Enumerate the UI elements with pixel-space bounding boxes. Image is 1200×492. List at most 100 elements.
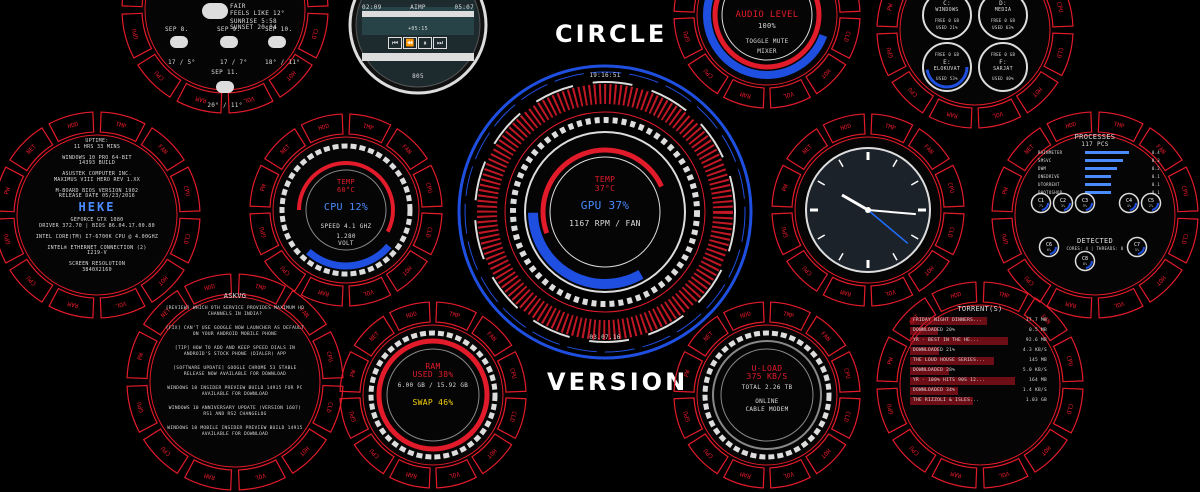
torrent-name[interactable]: THE RIZZOLI & ISLES... [913, 398, 979, 403]
drive-e-free: FREE 0 GB [927, 52, 967, 57]
ring-segment-label: CLD [324, 401, 334, 414]
torrent-size: 164 MB [1029, 378, 1047, 383]
process-value: 0.2 [1152, 166, 1160, 171]
network-total: TOTAL 2.26 TB [672, 384, 862, 391]
torrent-name[interactable]: THE LOUD HOUSE SERIES... [913, 358, 985, 363]
audio-title: AUDIO LEVEL [672, 10, 862, 20]
core-circle: C23% [1052, 192, 1074, 214]
cpu-voltage-label: VOLT [248, 240, 444, 247]
rss-item[interactable]: WINDOWS 10 ANNIVERSARY UPDATE (VERSION 1… [165, 406, 305, 418]
cpu-temp-label: TEMP [248, 178, 444, 186]
drive-d-name: D: [983, 0, 1023, 7]
rss-item[interactable]: [FIX] CAN'T USE GOOGLE NOW LAUNCHER AS D… [165, 326, 305, 338]
weather-condition: FAIR [230, 3, 246, 10]
weather-day2-icon [220, 36, 238, 48]
core-circle: C17% [1030, 192, 1052, 214]
core-circle: C39% [1074, 192, 1096, 214]
drive-c-used: USED 21% [927, 25, 967, 30]
torrent-name[interactable]: YR - 100% HITS 90S 12... [913, 378, 985, 383]
cpu-usage: CPU 12% [248, 202, 444, 213]
next-button[interactable]: ⏭ [433, 37, 447, 49]
process-bar [1085, 183, 1111, 186]
ring-segment-label: GPU [136, 401, 146, 414]
ring-segment-label: HOT [297, 445, 310, 458]
cpu-temp: 60°C [248, 186, 444, 194]
circle-heading: CIRCLE [555, 20, 667, 48]
weather-day2-temp: 17 / 7° [220, 59, 247, 66]
torrent-name[interactable]: DOWNLOADED 34% [913, 388, 955, 393]
ring-segment-label: VOL [254, 471, 267, 481]
torrent-size: 92.6 MB [1026, 338, 1047, 343]
drive-e-label: ELOKUVAT [927, 66, 967, 72]
drive-c-name: C: [927, 0, 967, 7]
ram-amount: 6.00 GB / 15.92 GB [338, 382, 528, 389]
gpu-usage: GPU 37% [455, 199, 755, 212]
prev-button[interactable]: ⏮ [388, 37, 402, 49]
ring-segment-label: CPU [159, 444, 172, 457]
torrent-name[interactable]: DOWNLOADED 28% [913, 368, 955, 373]
rss-item[interactable]: [TIP] HOW TO ADD AND KEEP SPEED DIALS IN… [165, 346, 305, 358]
ring-segment-label: PW [1001, 186, 1010, 195]
ring-segment-label: HDD [950, 291, 963, 301]
torrent-name[interactable]: YR - BEST IN THE HE... [913, 338, 979, 343]
info-line: MAXIMUS VIII HERO REV 1.XX [0, 177, 202, 183]
process-name: UTORRENT [1038, 182, 1060, 187]
process-bar [1085, 175, 1111, 178]
process-bar [1085, 159, 1123, 162]
ram-meter [338, 300, 528, 490]
core-circle: C52% [1140, 192, 1162, 214]
gpu-temp-label: TEMP [455, 175, 755, 184]
processes-title: PROCESSES [990, 133, 1200, 141]
torrent-name[interactable]: FRIDAY NIGHT DINNERS... [913, 318, 982, 323]
upload-speed: 375 KB/S [672, 372, 862, 381]
info-line: 11 HRS 33 MINS [0, 144, 202, 150]
weather-day2-name: SEP 9. [217, 26, 240, 33]
toggle-mute-button[interactable]: TOGGLE MUTE [672, 38, 862, 45]
info-line: DRIVER 372.70 | BIOS 86.04.17.00.80 [0, 223, 202, 229]
ring-segment-label: CPU [1180, 185, 1190, 198]
cpu-cores-threads: CORES: 4 | THREADS: 8 [990, 246, 1200, 251]
gpu-temp: 37°C [455, 184, 755, 193]
ring-segment-label: VOL [1112, 300, 1125, 310]
cpu-detected: DETECTED [990, 237, 1200, 245]
ring-segment-label: CPU [908, 444, 921, 457]
process-name: DWM [1038, 166, 1046, 171]
process-value: 0.3 [1152, 158, 1160, 163]
rss-item[interactable]: [REVIEW] WHICH OTH SERVICE PROVIDES MAXI… [165, 306, 305, 318]
gpu-clock-time: 19:16:51 [455, 72, 755, 79]
torrent-name[interactable]: DOWNLOADED 20% [913, 328, 955, 333]
rss-item[interactable]: [SOFTWARE UPDATE] GOOGLE CHROME 53 STABL… [165, 366, 305, 378]
rss-item[interactable]: WINDOWS 10 INSIDER PREVIEW BUILD 14915 F… [165, 386, 305, 398]
ring-segment-label: PW [886, 356, 895, 365]
drive-f-name: F: [983, 59, 1023, 66]
torrent-size: 0.5 MB [1029, 328, 1047, 333]
swap-usage: SWAP 46% [338, 398, 528, 407]
ring-segment-label: GPU [131, 27, 141, 40]
drive-c-label: WINDOWS [927, 7, 967, 13]
mixer-button[interactable]: MIXER [672, 48, 862, 55]
version-heading: VERSION [547, 368, 688, 396]
ring-segment-label: HDD [67, 121, 80, 131]
weather-day3-name: SEP 10. [265, 26, 292, 33]
torrent-name[interactable]: DOWNLOADED 21% [913, 348, 955, 353]
ring-segment-label: CPU [324, 351, 334, 364]
processes-count: 117 PCS [990, 141, 1200, 148]
drive-e-used: USED 53% [927, 76, 967, 81]
pause-button[interactable]: ⏸ [418, 37, 432, 49]
ram-used: USED 38% [338, 370, 528, 379]
core-circle: C44% [1118, 192, 1140, 214]
weather-day1-temp: 17 / 5° [168, 59, 195, 66]
rewind-button[interactable]: ⏪ [403, 37, 417, 49]
ring-segment-label: CPU [25, 274, 38, 287]
ring-segment-label: HDD [1065, 121, 1078, 131]
info-line: INTEL CORE(TM) I7-6700K CPU @ 4.00GHZ [0, 234, 202, 240]
rss-item[interactable]: WINDOWS 10 MOBILE INSIDER PREVIEW BUILD … [165, 426, 305, 438]
